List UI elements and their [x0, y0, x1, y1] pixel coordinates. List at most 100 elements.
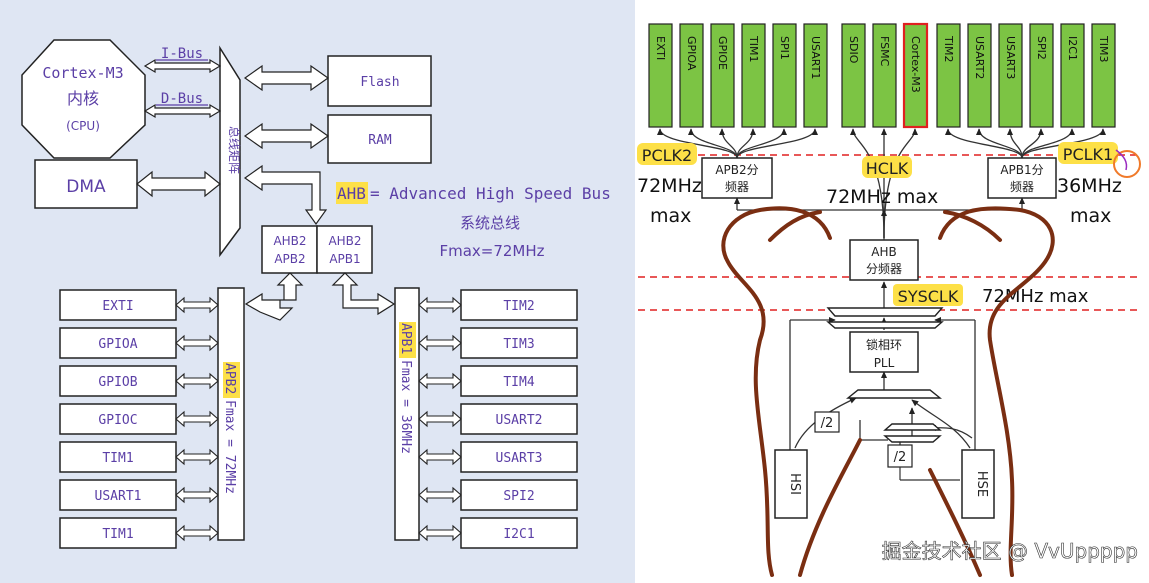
ahb-caption: AHB = Advanced High Speed Bus 系统总线 Fmax=… — [336, 182, 611, 260]
fan-line — [736, 128, 819, 159]
peripheral-col-label: SPI2 — [1035, 36, 1048, 60]
peripheral-col-green_left-3: TIM1 — [741, 23, 766, 128]
peripheral-col-green_mid-2: Cortex-M3 — [902, 22, 929, 129]
cpu-label-2: 内核 — [67, 89, 99, 108]
apb2-arrow — [175, 524, 219, 542]
apb1-bus: APB1 Fmax = 36MHz — [394, 287, 420, 541]
apb1-item-5: SPI2 — [418, 479, 578, 511]
peripheral-col-green_left-1: GPIOA — [679, 23, 704, 128]
apb1-abbr: APB1 — [398, 323, 413, 354]
apb1-item-3: USART2 — [418, 403, 578, 435]
apb1-item-label: TIM3 — [503, 337, 534, 352]
bridge1-line2: APB2 — [274, 252, 305, 266]
dbus-label: D-Bus — [161, 91, 203, 107]
apb1-arrow — [418, 334, 462, 352]
apb1-item-2: TIM4 — [418, 365, 578, 397]
apb1-freq-max: max — [1070, 205, 1111, 227]
cpu-label-1: Cortex-M3 — [42, 64, 123, 82]
apb2-arrow — [175, 410, 219, 428]
peripheral-col-green_right-1: USART2 — [967, 23, 992, 128]
peripheral-col-green_right-4: I2C1 — [1060, 23, 1085, 128]
ram-label: RAM — [368, 133, 392, 148]
peripheral-col-label: TIM2 — [942, 35, 955, 62]
apb1-item-4: USART3 — [418, 441, 578, 473]
apb1-item-6: I2C1 — [418, 517, 578, 549]
pclk1-label-group: PCLK1 — [1058, 142, 1141, 178]
div2-a: /2 — [814, 411, 840, 433]
hclk-label-group: HCLK — [862, 156, 912, 178]
hclk-label: HCLK — [866, 159, 909, 178]
bus-matrix: 总线矩阵 — [219, 45, 241, 258]
apb2-arrow — [175, 334, 219, 352]
cpu-bus-arrows — [136, 58, 222, 198]
fan-line — [656, 128, 738, 159]
apb2-item-label: TIM1 — [102, 451, 133, 466]
ibus-label: I-Bus — [161, 46, 203, 62]
apb1-fmax: Fmax = 36MHz — [398, 360, 413, 454]
peripheral-col-label: EXTI — [654, 36, 667, 60]
peripheral-col-green_right-2: USART3 — [998, 23, 1023, 128]
bus-matrix-label: 总线矩阵 — [227, 126, 241, 174]
dma-block: DMA — [34, 159, 138, 209]
sysclk-label-group: SYSCLK 72MHz max — [893, 284, 1089, 307]
pclk1-label: PCLK1 — [1063, 145, 1113, 164]
peripheral-col-label: TIM3 — [1097, 35, 1110, 62]
dma-label: DMA — [66, 177, 106, 197]
apb2-item-5: USART1 — [59, 479, 219, 511]
div2-b: /2 — [887, 444, 913, 468]
apb2-arrow — [175, 448, 219, 466]
apb1-item-1: TIM3 — [418, 327, 578, 359]
ahb-fmax: Fmax=72MHz — [439, 242, 544, 260]
pclk2-label-group: PCLK2 — [637, 143, 697, 165]
apb1-item-label: I2C1 — [503, 527, 534, 542]
div2-b-label: /2 — [894, 450, 907, 465]
peripheral-col-label: USART3 — [1004, 36, 1017, 79]
apb1-item-label: TIM2 — [503, 299, 534, 314]
apb1-arrow — [418, 296, 462, 314]
apb2-freq-max: max — [650, 205, 691, 227]
peripheral-col-label: SDIO — [847, 36, 860, 64]
sysclk-freq: 72MHz max — [982, 286, 1089, 307]
hsi-block: HSI — [774, 449, 808, 519]
watermark: 掘金技术社区 @ VvUppppp — [882, 539, 1138, 563]
ahb-div-line2: 分频器 — [866, 262, 902, 276]
apb2-arrow — [175, 296, 219, 314]
peripheral-col-green_right-0: TIM2 — [936, 23, 961, 128]
apb1-divider: APB1分 频器 — [987, 157, 1057, 199]
apb1-item-label: USART2 — [496, 413, 543, 428]
bridge1-line1: AHB2 — [273, 234, 306, 248]
bridges: AHB2 APB2 AHB2 APB1 — [261, 225, 373, 274]
fan-line — [975, 128, 1023, 159]
fan-line — [718, 128, 738, 159]
peripheral-col-label: TIM1 — [747, 35, 760, 62]
apb2-item-label: GPIOA — [98, 337, 137, 352]
pll-line2: PLL — [874, 356, 895, 370]
peripheral-col-label: GPIOE — [716, 36, 729, 70]
apb2-item-label: EXTI — [102, 299, 133, 314]
hse-block: HSE — [961, 449, 995, 519]
bridge2-line1: AHB2 — [328, 234, 361, 248]
flash-block: Flash — [327, 55, 432, 107]
muxes — [826, 307, 944, 443]
apb2-item-label: TIM1 — [102, 527, 133, 542]
peripheral-col-label: Cortex-M3 — [909, 36, 922, 93]
peripheral-col-label: I2C1 — [1066, 36, 1079, 61]
peripheral-col-label: USART1 — [809, 36, 822, 79]
apb2-freq: 72MHz — [637, 175, 702, 197]
cpu-label-3: (CPU) — [66, 119, 100, 133]
peripheral-col-label: USART2 — [973, 36, 986, 79]
apb2-item-6: TIM1 — [59, 517, 219, 549]
ahb-abbr: AHB — [337, 184, 366, 203]
apb1-div-line2: 频器 — [1010, 180, 1034, 194]
apb2-fmax: Fmax = 72MHz — [222, 400, 237, 494]
memory-arrows — [243, 64, 330, 226]
pll-line1: 锁相环 — [866, 337, 902, 352]
peripheral-col-label: SPI1 — [778, 36, 791, 60]
apb2-bus: APB2 Fmax = 72MHz — [217, 287, 245, 541]
peripheral-col-green_right-3: SPI2 — [1029, 23, 1054, 128]
apb2-div-line1: APB2分 — [715, 163, 758, 177]
